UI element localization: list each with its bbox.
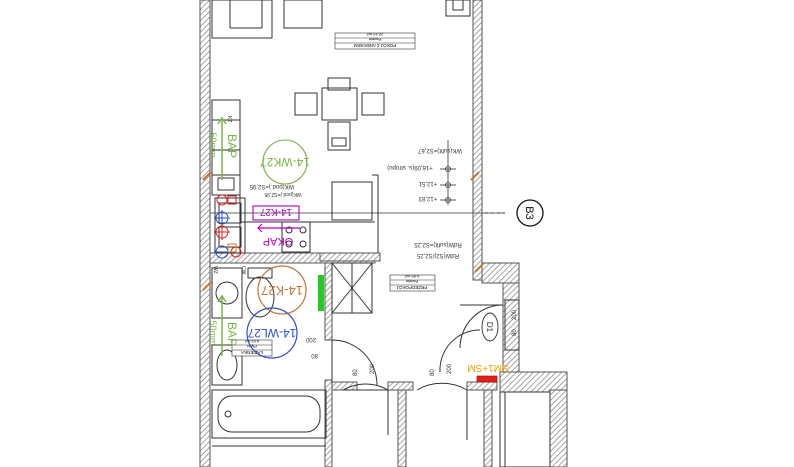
tag-sm: SM1+SM bbox=[467, 362, 509, 383]
elevation-annotations: WK(sufit)=S2,67 +16,09(s. stropu) +12,51… bbox=[249, 147, 462, 258]
lower-right-wall bbox=[549, 389, 568, 467]
left-wall bbox=[199, 0, 211, 467]
elevation-wk: WK(sufit)=S2,67 bbox=[417, 147, 462, 153]
room-label-bath-line3: 4.02 m2 bbox=[244, 339, 259, 344]
dim-200b: 200 bbox=[370, 363, 376, 374]
chair-right bbox=[361, 92, 385, 116]
room-label-living-line1: POKÓJ Z ANEKSEM bbox=[354, 43, 397, 49]
room-label-living-line3: 22.15 m2 bbox=[366, 32, 383, 37]
elevation-wkpod: WK(pod.)=S2,95 bbox=[249, 183, 294, 189]
hall-wall-e bbox=[483, 389, 493, 467]
dim-200c: 200 bbox=[447, 363, 453, 374]
bath-wall-right-lower bbox=[324, 379, 333, 467]
room-label-hall-line3: 6.85 m2 bbox=[404, 274, 419, 279]
entrance-door bbox=[459, 304, 504, 349]
door-room-a bbox=[342, 383, 389, 435]
right-wall-upper bbox=[472, 0, 483, 281]
tag-okap-label: OKAP bbox=[263, 235, 294, 247]
hall-wall-b bbox=[387, 381, 414, 391]
dining-table bbox=[321, 87, 358, 121]
chair-top bbox=[327, 77, 351, 91]
dim-80b: 80 bbox=[353, 369, 359, 376]
elevation-markers bbox=[440, 140, 456, 205]
room-label-living: POKÓJ Z ANEKSEM Panele 22.15 m2 bbox=[334, 32, 416, 50]
washing-machine bbox=[211, 267, 243, 319]
room-label-hall-line1: PRZEDPOKÓJ bbox=[397, 285, 428, 291]
bap-upper-sub: 50mm bbox=[208, 132, 218, 157]
tag-wl27: 14-WL27 bbox=[246, 307, 298, 359]
green-marker-bar bbox=[318, 275, 324, 311]
label-wz: WZ bbox=[212, 266, 218, 274]
chair-left bbox=[294, 92, 318, 116]
bap-upper-label: BAP bbox=[225, 134, 239, 158]
elevation-e1: +16,09(s. stropu) bbox=[387, 164, 433, 170]
orange-ticks bbox=[202, 171, 484, 291]
bathroom-fixtures bbox=[211, 267, 378, 447]
bath-door-swing bbox=[331, 339, 378, 386]
label-cw: CW bbox=[240, 266, 246, 275]
chair-bottom bbox=[327, 121, 351, 151]
walls bbox=[199, 0, 568, 467]
shaft-wall-top bbox=[319, 252, 381, 262]
doors bbox=[342, 299, 551, 467]
hall-wall-d bbox=[466, 381, 498, 391]
pipe-symbols bbox=[214, 194, 242, 259]
tag-d1-label: D1 bbox=[485, 322, 494, 333]
elevation-rdw: RdW(sufit)=S2,25 bbox=[414, 241, 462, 247]
tag-k27-label: 14-K27 bbox=[261, 283, 303, 298]
bap-upper: BAP 50mm bbox=[208, 132, 239, 158]
tag-k27: 14-K27 bbox=[257, 265, 307, 315]
tag-sm-label: SM1+SM bbox=[467, 362, 508, 373]
lower-right-block bbox=[499, 371, 568, 393]
dim-200a: 200 bbox=[305, 336, 316, 342]
room-label-bath-line2: Płytki bbox=[247, 344, 257, 349]
elevation-wkpod-2: WK(pod.)=S2,95 bbox=[264, 191, 301, 197]
bath-wall-right bbox=[324, 262, 333, 341]
wash-basin bbox=[211, 344, 243, 386]
furniture bbox=[210, 0, 505, 254]
tag-wk27: 14-WK27 bbox=[260, 139, 310, 185]
kitchen-sink bbox=[214, 197, 246, 254]
door-room-b bbox=[416, 382, 468, 440]
grid-marker-b3-label: B3 bbox=[523, 206, 535, 219]
label-kz: KZ bbox=[226, 116, 232, 122]
hall-wall-c bbox=[397, 389, 407, 467]
dimension-labels: 200 80 80 200 80 200 200 80 bbox=[305, 309, 518, 376]
tag-d1: D1 bbox=[481, 312, 499, 342]
room-label-living-line2: Panele bbox=[368, 37, 381, 42]
electrical-panel bbox=[476, 375, 498, 383]
kitchen-counter bbox=[331, 181, 373, 221]
tag-okap: OKAP bbox=[257, 223, 300, 247]
elevation-rdw2: RdW(S2)/S2,25 bbox=[416, 252, 459, 258]
bap-lower-label: BAP bbox=[225, 322, 239, 346]
dim-200d: 200 bbox=[512, 309, 518, 320]
bap-lower-sub: 50mm bbox=[208, 320, 218, 345]
grid-marker-b3: B3 bbox=[516, 199, 544, 227]
dim-80a: 80 bbox=[311, 352, 318, 358]
desk bbox=[445, 0, 471, 17]
kitchen-cabinet bbox=[211, 99, 241, 196]
room-label-hall: PRZEDPOKÓJ Panele 6.85 m2 bbox=[389, 274, 436, 292]
bathtub bbox=[211, 389, 327, 439]
elevation-e2: +12,51 bbox=[418, 180, 437, 186]
sofa bbox=[211, 0, 273, 39]
room-label-bath-line1: ŁAZIENKA bbox=[241, 350, 263, 355]
room-label-hall-line2: Panele bbox=[405, 279, 418, 284]
right-wall-column bbox=[481, 262, 520, 284]
tag-wl27-label: 14-WL27 bbox=[247, 326, 296, 340]
ventilation-shaft bbox=[331, 262, 373, 314]
armchair bbox=[283, 0, 323, 29]
tag-wk27-label: 14-WK27 bbox=[260, 155, 310, 169]
tag-magenta-top-label: 14-K27 bbox=[259, 206, 292, 217]
tag-magenta-top: 14-K27 bbox=[252, 205, 300, 221]
bap-lower: BAP 50mm bbox=[208, 320, 239, 346]
toilet bbox=[245, 276, 275, 318]
lower-right-room bbox=[499, 391, 551, 467]
dim-80c: 80 bbox=[430, 369, 436, 376]
dim-80d: 80 bbox=[512, 329, 518, 336]
elevation-e3: +12,83 bbox=[418, 195, 437, 201]
